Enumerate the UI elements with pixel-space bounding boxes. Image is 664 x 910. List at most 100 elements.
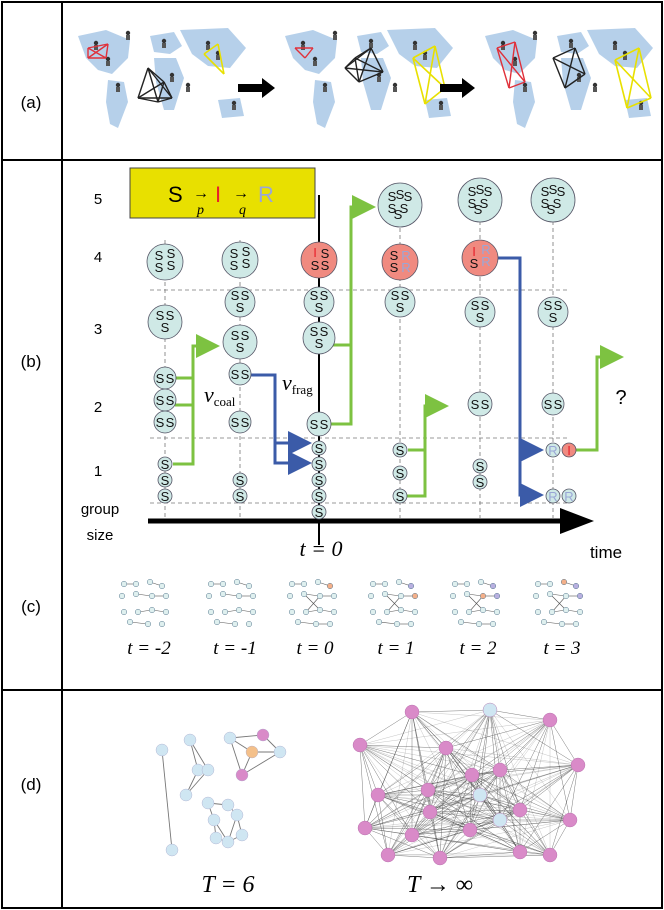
svg-text:S: S	[161, 489, 170, 504]
world-map	[485, 28, 653, 128]
panel-label-a: (a)	[21, 93, 42, 112]
svg-text:S: S	[481, 397, 490, 412]
group-bubble: S	[157, 472, 173, 488]
svg-text:R: R	[548, 489, 557, 504]
group-bubble: S	[232, 472, 248, 488]
time-label-t0: t = 0	[296, 638, 334, 659]
sir-model-box: S → p I → q R	[129, 167, 316, 219]
svg-text:S: S	[549, 182, 558, 197]
panel-d-right-network	[352, 702, 586, 866]
svg-text:R: R	[481, 254, 490, 269]
svg-text:S: S	[541, 196, 550, 211]
svg-text:R: R	[481, 242, 490, 257]
svg-text:S: S	[553, 196, 562, 211]
group-size-4: 4	[94, 249, 102, 266]
svg-text:S: S	[166, 393, 175, 408]
svg-text:S: S	[156, 308, 165, 323]
svg-text:S: S	[231, 328, 240, 343]
svg-text:S: S	[474, 202, 483, 217]
svg-text:S: S	[476, 475, 485, 490]
group-bubble: R	[545, 442, 561, 458]
svg-text:S: S	[236, 473, 245, 488]
group-bubble: R	[561, 488, 577, 504]
svg-text:S: S	[161, 473, 170, 488]
svg-text:S: S	[167, 246, 176, 261]
svg-text:R: R	[401, 260, 410, 275]
model-arrow-q: →	[233, 185, 249, 202]
svg-text:S: S	[315, 336, 324, 351]
panel-a-maps	[78, 28, 653, 128]
panel-c-networks	[118, 578, 584, 628]
panel-c-time-labels: t = -2 t = -1 t = 0 t = 1 t = 2 t = 3	[127, 638, 580, 659]
svg-text:S: S	[155, 260, 164, 275]
snapshot-network	[532, 578, 584, 628]
svg-text:S: S	[161, 457, 170, 472]
group-bubble: S	[392, 465, 408, 481]
svg-text:S: S	[166, 308, 175, 323]
group-bubble: S	[311, 504, 327, 520]
time-label-tm2: t = -2	[127, 638, 171, 659]
svg-text:I: I	[567, 443, 571, 458]
model-r: R	[258, 182, 274, 207]
group-bubble: S	[472, 458, 488, 474]
group-size-1: 1	[94, 463, 102, 480]
svg-text:S: S	[401, 288, 410, 303]
svg-text:S: S	[554, 397, 563, 412]
model-i: I	[215, 182, 221, 207]
svg-text:S: S	[320, 288, 329, 303]
svg-text:S: S	[400, 201, 409, 216]
svg-text:S: S	[320, 417, 329, 432]
snapshot-network	[118, 578, 170, 628]
svg-text:S: S	[167, 258, 176, 273]
svg-text:S: S	[315, 300, 324, 315]
t0-label: t = 0	[300, 536, 343, 561]
time-label-t1: t = 1	[377, 638, 414, 659]
svg-text:S: S	[156, 393, 165, 408]
svg-text:R: R	[548, 443, 557, 458]
group-size-3: 3	[94, 321, 102, 338]
panel-b-grid	[150, 200, 570, 518]
svg-text:S: S	[315, 441, 324, 456]
svg-text:S: S	[481, 298, 490, 313]
svg-text:S: S	[471, 397, 480, 412]
svg-text:S: S	[476, 182, 485, 197]
group-size-2: 2	[94, 399, 102, 416]
group-bubble: S	[157, 488, 173, 504]
panel-label-b: (b)	[21, 352, 42, 371]
svg-text:S: S	[315, 489, 324, 504]
svg-text:S: S	[554, 298, 563, 313]
group-bubble: S	[311, 472, 327, 488]
group-bubble: S	[472, 474, 488, 490]
svg-text:S: S	[231, 367, 240, 382]
fragmentation-arrows	[250, 256, 544, 507]
svg-text:S: S	[236, 489, 245, 504]
svg-text:S: S	[156, 415, 165, 430]
svg-text:S: S	[236, 300, 245, 315]
svg-text:S: S	[549, 310, 558, 325]
panel-label-c: (c)	[21, 597, 41, 616]
world-map	[285, 28, 453, 128]
svg-text:S: S	[241, 415, 250, 430]
svg-text:S: S	[547, 202, 556, 217]
group-bubble: R	[545, 488, 561, 504]
time-axis	[148, 508, 594, 534]
time-label-t2: t = 2	[459, 638, 497, 659]
svg-text:S: S	[388, 189, 397, 204]
svg-text:S: S	[241, 288, 250, 303]
svg-text:S: S	[471, 298, 480, 313]
svg-text:R: R	[401, 248, 410, 263]
group-bubble: S	[392, 442, 408, 458]
svg-text:R: R	[564, 489, 573, 504]
model-s: S	[168, 182, 183, 207]
